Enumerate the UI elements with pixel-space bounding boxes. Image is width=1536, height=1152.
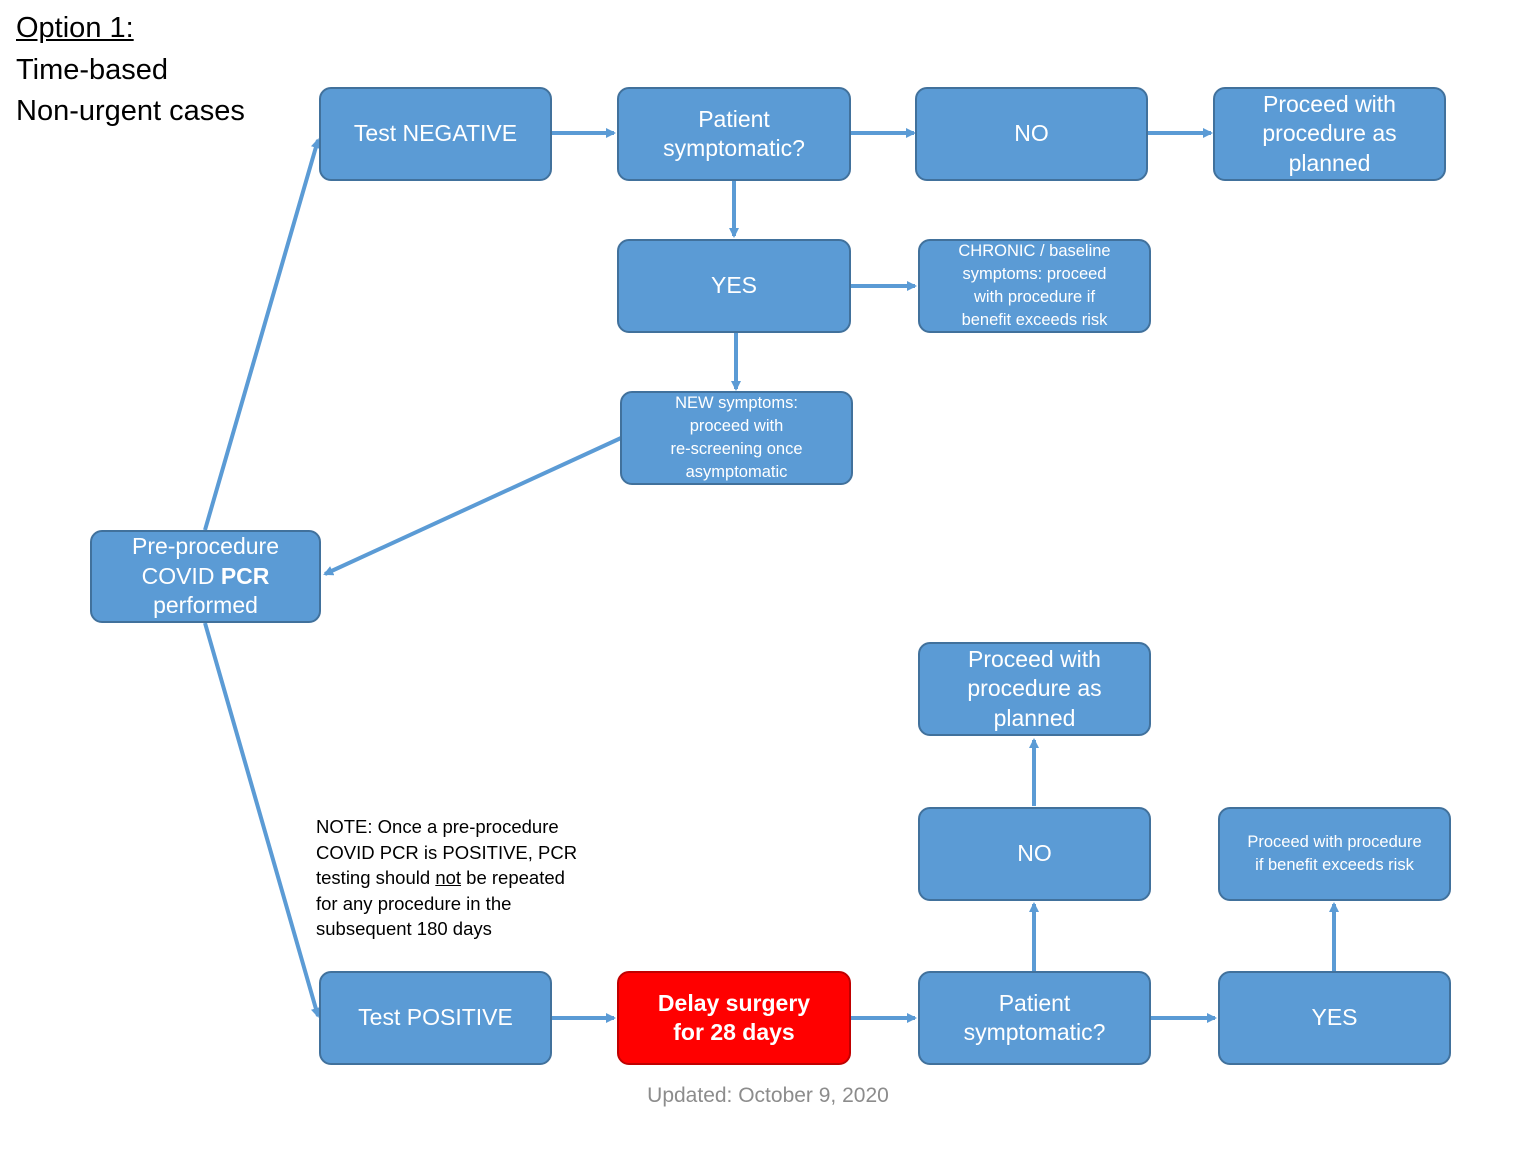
node-pcr-line3: performed — [153, 592, 258, 619]
note-line3: testing should not be repeated — [316, 865, 606, 891]
node-negative-proceed-line3: planned — [1288, 149, 1371, 176]
node-delay-line2: for 28 days — [673, 1019, 795, 1045]
node-pcr-line1: Pre-procedure — [131, 533, 280, 560]
node-positive-no-label: NO — [1017, 840, 1052, 867]
note-line3c: be repeated — [461, 867, 565, 889]
node-negative-proceed: Proceed with procedure as planned — [1213, 87, 1446, 181]
node-test-positive-label: Test POSITIVE — [358, 1004, 513, 1031]
node-chronic-line2: symptoms: proceed — [962, 265, 1107, 284]
node-positive-no: NO — [918, 807, 1151, 901]
node-positive-symptomatic-line1: Patient — [998, 989, 1071, 1016]
node-positive-risk-line2: if benefit exceeds risk — [1255, 856, 1414, 874]
arrow-pcr-to-positive — [203, 622, 321, 1018]
node-negative-no-label: NO — [1014, 120, 1049, 147]
node-positive-proceed: Proceed with procedure as planned — [918, 642, 1151, 736]
note-line4: for any procedure in the — [316, 892, 512, 914]
node-positive-risk-line1: Proceed with procedure — [1247, 833, 1422, 852]
node-test-positive: Test POSITIVE — [319, 971, 552, 1065]
heading-time-based: Time-based — [16, 54, 169, 86]
node-negative-symptomatic: Patient symptomatic? — [617, 87, 851, 181]
updated-date: Updated: October 9, 2020 — [647, 1084, 889, 1107]
node-pcr-line2: COVID PCR — [132, 562, 279, 591]
node-new-line1: NEW symptoms: — [675, 394, 798, 413]
node-delay-line1: Delay surgery — [657, 989, 811, 1016]
node-positive-symptomatic-line2: symptomatic? — [963, 1019, 1106, 1045]
heading-non-urgent: Non-urgent cases — [16, 95, 245, 127]
node-chronic-line3: with procedure if — [973, 288, 1096, 306]
node-positive-symptomatic: Patient symptomatic? — [918, 971, 1151, 1065]
node-positive-proceed-line1: Proceed with — [968, 645, 1101, 672]
note-line2: COVID PCR is POSITIVE, PCR — [316, 841, 578, 863]
node-chronic-line1: CHRONIC / baseline — [958, 242, 1111, 261]
node-delay-surgery: Delay surgery for 28 days — [617, 971, 851, 1065]
arrow-pcr-to-negative — [203, 138, 321, 531]
note-line5: subsequent 180 days — [316, 918, 492, 940]
node-negative-yes-label: YES — [710, 272, 758, 299]
node-positive-yes-label: YES — [1311, 1004, 1358, 1031]
note-line1: NOTE: Once a pre-procedure — [316, 816, 559, 837]
node-negative-proceed-line2: procedure as — [1262, 120, 1397, 147]
node-new-line2: proceed with — [689, 417, 784, 436]
pcr-note: NOTE: Once a pre-procedure COVID PCR is … — [316, 814, 606, 942]
note-line3a: testing should — [316, 867, 436, 889]
option-label: Option 1: — [16, 12, 134, 44]
node-negative-yes: YES — [617, 239, 851, 333]
node-test-negative-label: Test NEGATIVE — [353, 120, 518, 147]
node-pcr-covid: COVID — [141, 562, 221, 589]
node-new-symptoms: NEW symptoms: proceed with re-screening … — [620, 391, 853, 485]
node-negative-symptomatic-line1: Patient — [698, 105, 770, 132]
node-negative-symptomatic-line2: symptomatic? — [663, 135, 805, 161]
node-new-line4: asymptomatic — [685, 462, 788, 481]
node-positive-proceed-line2: procedure as — [967, 675, 1102, 702]
arrow-new-to-pcr — [323, 436, 622, 576]
node-pcr-performed: Pre-procedure COVID PCR performed — [90, 530, 321, 623]
node-test-negative: Test NEGATIVE — [319, 87, 552, 181]
option-heading: Option 1: — [16, 14, 134, 43]
node-chronic-line4: benefit exceeds risk — [961, 310, 1108, 329]
node-positive-risk: Proceed with procedure if benefit exceed… — [1218, 807, 1451, 901]
node-negative-proceed-line1: Proceed with — [1263, 90, 1396, 117]
node-positive-proceed-line3: planned — [993, 704, 1076, 731]
note-emphasis-not: not — [435, 867, 462, 889]
node-chronic-symptoms: CHRONIC / baseline symptoms: proceed wit… — [918, 239, 1151, 333]
node-negative-no: NO — [915, 87, 1148, 181]
node-positive-yes: YES — [1218, 971, 1451, 1065]
node-pcr-bold: PCR — [220, 562, 270, 589]
node-new-line3: re-screening once — [670, 440, 803, 458]
